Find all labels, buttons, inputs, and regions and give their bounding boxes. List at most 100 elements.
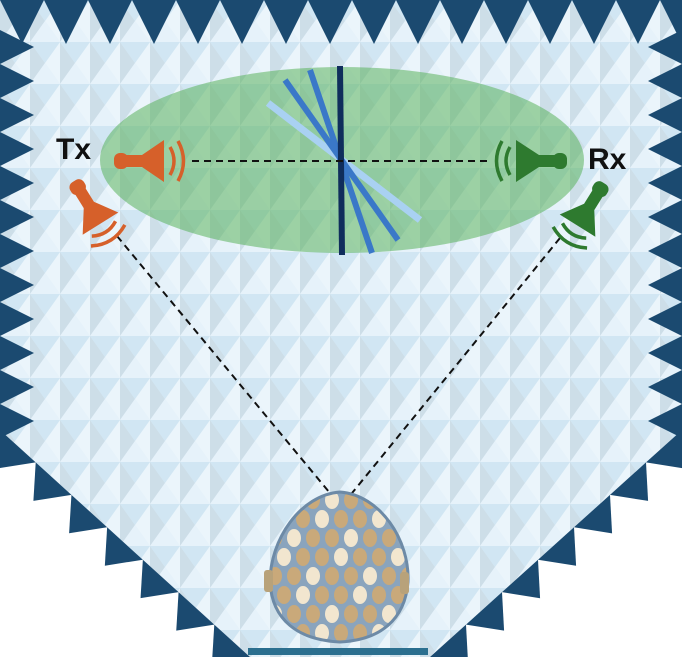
absorber-spike xyxy=(648,404,682,438)
absorber-spike xyxy=(648,166,682,200)
absorber-spike xyxy=(440,0,484,44)
absorber-spike xyxy=(0,0,44,44)
lattice-hole xyxy=(382,567,396,585)
absorber-spike xyxy=(502,559,541,599)
lattice-hole xyxy=(334,548,348,566)
absorber-spike xyxy=(648,200,682,234)
lattice-hole xyxy=(344,529,358,547)
absorber-spike xyxy=(0,30,34,64)
lattice-hole xyxy=(277,586,291,604)
lattice-hole xyxy=(334,586,348,604)
lattice-hole xyxy=(287,567,301,585)
absorber-spike xyxy=(528,0,572,44)
lattice-hole xyxy=(382,605,396,623)
absorber-spike xyxy=(610,462,649,501)
absorber-spike xyxy=(538,527,577,566)
lattice-hole xyxy=(353,548,367,566)
lattice-hole xyxy=(325,605,339,623)
lattice-hole xyxy=(363,605,377,623)
absorber-spike xyxy=(0,370,34,404)
absorber-spike xyxy=(0,430,36,469)
absorber-spike xyxy=(0,302,34,336)
transmitter-horn-icon xyxy=(114,140,186,182)
absorber-spike xyxy=(132,0,176,44)
lattice-hole xyxy=(296,510,310,528)
lattice-hole xyxy=(363,529,377,547)
lattice-hole xyxy=(334,624,348,642)
lattice-hole xyxy=(287,605,301,623)
absorber-spike xyxy=(648,30,682,64)
lattice-hole xyxy=(325,529,339,547)
lattice-hole xyxy=(306,567,320,585)
lattice-hole xyxy=(296,586,310,604)
absorber-spike xyxy=(308,0,352,44)
lattice-hole xyxy=(315,624,329,642)
absorber-spike xyxy=(574,494,613,534)
absorber-spike xyxy=(0,98,34,132)
platform xyxy=(248,648,428,655)
lattice-hole xyxy=(372,586,386,604)
lattice-hole xyxy=(296,548,310,566)
lattice-hole xyxy=(306,529,320,547)
lattice-hole xyxy=(315,586,329,604)
absorber-spike xyxy=(430,624,468,657)
absorber-spike xyxy=(648,370,682,404)
absorber-spike xyxy=(176,0,220,44)
absorber-spike xyxy=(0,64,34,98)
absorber-spike xyxy=(466,592,505,631)
absorber-spike xyxy=(0,166,34,200)
tx-label: Tx xyxy=(56,133,92,166)
absorber-spike xyxy=(396,0,440,44)
absorber-spike xyxy=(104,527,143,566)
lattice-hole xyxy=(344,605,358,623)
rx-label: Rx xyxy=(588,143,627,176)
absorber-spike xyxy=(33,462,72,501)
absorber-spike xyxy=(0,234,34,268)
lattice-hole xyxy=(353,586,367,604)
absorber-spike xyxy=(88,0,132,44)
absorber-spike xyxy=(648,234,682,268)
receiver-horn-icon xyxy=(494,140,567,182)
absorber-spike xyxy=(648,132,682,166)
lattice-hole xyxy=(287,529,301,547)
lattice-hole xyxy=(353,510,367,528)
absorber-spike xyxy=(0,404,34,438)
lattice-hole xyxy=(382,529,396,547)
absorber-spike xyxy=(176,592,215,631)
lattice-hole xyxy=(315,548,329,566)
absorber-spike xyxy=(0,268,34,302)
absorber-spike xyxy=(648,268,682,302)
absorber-spike xyxy=(44,0,88,44)
absorber-spike xyxy=(648,302,682,336)
lattice-hole xyxy=(325,567,339,585)
absorber-spike xyxy=(648,64,682,98)
absorber-spike xyxy=(572,0,616,44)
receiver-horn-icon xyxy=(551,181,609,250)
absorber-spike xyxy=(0,132,34,166)
lattice-hole xyxy=(363,567,377,585)
absorber-spike xyxy=(140,559,179,599)
lattice-hole xyxy=(344,567,358,585)
absorber-spike xyxy=(484,0,528,44)
absorber-spike xyxy=(352,0,396,44)
lattice-hole xyxy=(306,605,320,623)
lattice-hole xyxy=(391,548,405,566)
rx-reflection-path-line xyxy=(347,237,561,499)
tx-reflection-path-line xyxy=(116,235,335,499)
transmitter-horn-icon xyxy=(69,179,127,248)
absorber-spike xyxy=(264,0,308,44)
lattice-hole xyxy=(334,510,348,528)
absorber-spike xyxy=(648,98,682,132)
lattice-hole xyxy=(315,510,329,528)
absorber-spike xyxy=(646,430,682,469)
lattice-hole xyxy=(372,548,386,566)
absorber-spike xyxy=(212,624,250,657)
absorber-spike xyxy=(69,494,108,534)
lattice-hole xyxy=(277,548,291,566)
absorber-spike xyxy=(648,336,682,370)
absorber-spike xyxy=(220,0,264,44)
absorber-spike xyxy=(616,0,660,44)
absorber-spike xyxy=(0,200,34,234)
